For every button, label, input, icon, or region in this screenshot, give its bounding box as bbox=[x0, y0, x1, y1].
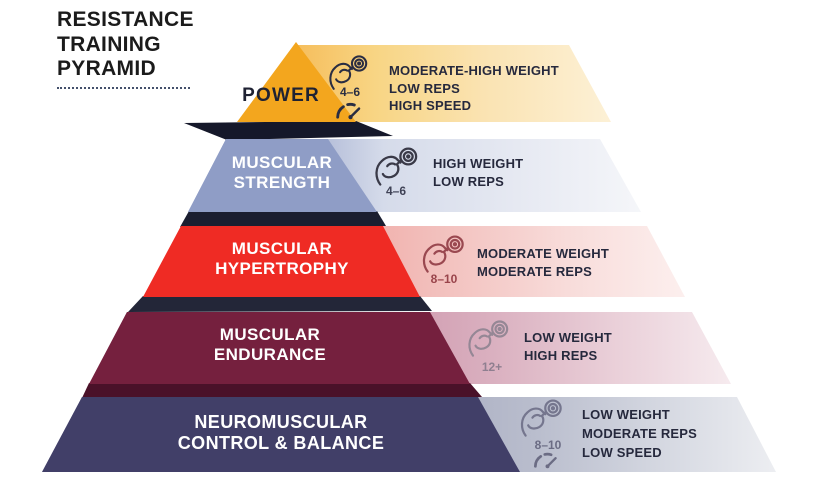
hypertrophy-label: MUSCULAR HYPERTROPHY bbox=[192, 239, 372, 279]
description-line: HIGH REPS bbox=[524, 347, 598, 363]
page-title: RESISTANCE TRAINING PYRAMID bbox=[57, 8, 257, 82]
title-line-3: PYRAMID bbox=[57, 57, 156, 80]
hypertrophy-description: MODERATE WEIGHT MODERATE REPS bbox=[477, 245, 609, 280]
description-line: MODERATE REPS bbox=[582, 426, 698, 441]
label-line: STRENGTH bbox=[233, 173, 331, 192]
description-line: LOW WEIGHT bbox=[582, 407, 670, 422]
description-line: LOW SPEED bbox=[582, 445, 662, 460]
title-line-1: RESISTANCE bbox=[57, 8, 194, 31]
dotted-divider bbox=[57, 87, 190, 89]
description-line: MODERATE-HIGH WEIGHT bbox=[389, 63, 559, 78]
neuromuscular-label: NEUROMUSCULAR CONTROL & BALANCE bbox=[166, 412, 396, 454]
label-line: ENDURANCE bbox=[213, 345, 327, 364]
description-line: LOW REPS bbox=[433, 173, 504, 189]
bicep-dumbbell-icon bbox=[518, 398, 564, 439]
power-label: POWER bbox=[221, 86, 341, 106]
rep-range: 8–10 bbox=[430, 272, 458, 286]
label-line: HYPERTROPHY bbox=[215, 259, 349, 278]
label-line: MUSCULAR bbox=[219, 325, 321, 344]
label-line: CONTROL & BALANCE bbox=[177, 433, 385, 453]
description-line: HIGH SPEED bbox=[389, 98, 472, 113]
description-line: LOW REPS bbox=[389, 80, 460, 96]
speedometer-icon bbox=[334, 101, 367, 120]
bicep-dumbbell-icon bbox=[420, 234, 466, 275]
neuromuscular-description: LOW WEIGHT MODERATE REPS LOW SPEED bbox=[582, 405, 697, 462]
bicep-dumbbell-icon bbox=[466, 319, 510, 359]
rep-range: 12+ bbox=[481, 360, 503, 374]
rep-range: 8–10 bbox=[534, 438, 562, 452]
strength-label: MUSCULAR STRENGTH bbox=[202, 153, 362, 193]
description-line: MODERATE WEIGHT bbox=[477, 246, 610, 261]
title-line-2: TRAINING bbox=[57, 32, 161, 56]
bicep-dumbbell-icon bbox=[372, 146, 420, 188]
label-line: NEUROMUSCULAR bbox=[194, 412, 368, 432]
rep-range: 4–6 bbox=[385, 184, 407, 198]
speedometer-icon bbox=[532, 451, 563, 469]
description-line: LOW WEIGHT bbox=[524, 330, 612, 345]
rep-range: 4–6 bbox=[339, 85, 361, 99]
description-line: HIGH WEIGHT bbox=[433, 156, 524, 171]
strength-description: HIGH WEIGHT LOW REPS bbox=[433, 155, 523, 190]
label-line: POWER bbox=[242, 85, 320, 106]
power-description: MODERATE-HIGH WEIGHT LOW REPS HIGH SPEED bbox=[389, 62, 559, 115]
description-line: MODERATE REPS bbox=[477, 263, 593, 279]
endurance-description: LOW WEIGHT HIGH REPS bbox=[524, 329, 612, 364]
endurance-label: MUSCULAR ENDURANCE bbox=[180, 325, 360, 365]
label-line: MUSCULAR bbox=[231, 239, 333, 258]
label-line: MUSCULAR bbox=[231, 153, 333, 172]
